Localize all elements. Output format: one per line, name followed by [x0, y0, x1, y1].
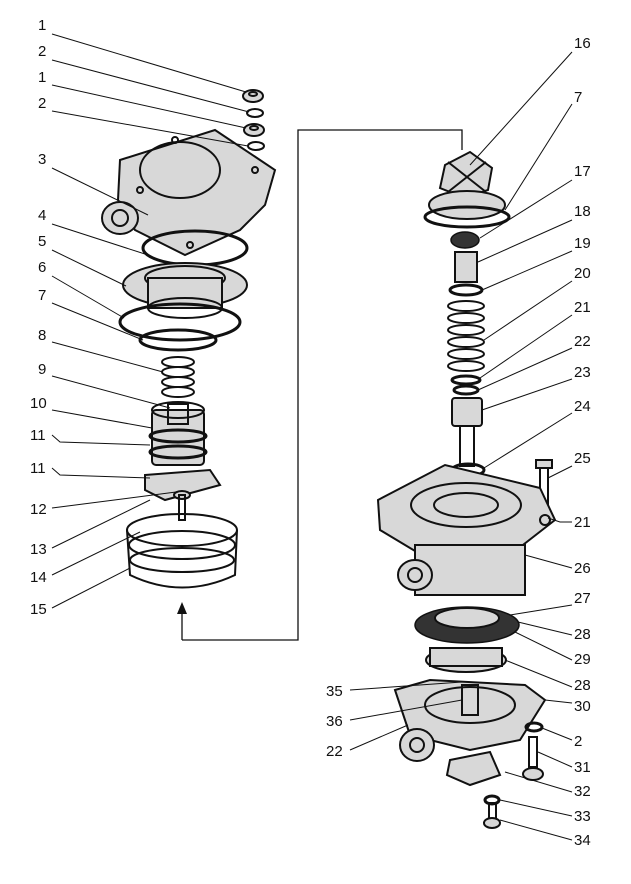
- lower-housing-30: [393, 678, 547, 762]
- main-housing-26: [376, 463, 557, 596]
- washer-2-top: [246, 108, 264, 118]
- label-33: 33: [574, 808, 591, 825]
- label-26: 26: [574, 560, 591, 577]
- label-36: 36: [326, 713, 343, 730]
- label-5: 5: [38, 233, 46, 250]
- label-6: 6: [38, 259, 46, 276]
- diaphragm-27: [414, 606, 520, 644]
- label-22b: 22: [326, 743, 343, 760]
- label-8: 8: [38, 327, 46, 344]
- label-24: 24: [574, 398, 591, 415]
- plunger-23: [451, 397, 483, 467]
- label-7a: 7: [38, 287, 46, 304]
- top-cap-16: [428, 150, 506, 220]
- label-31: 31: [574, 759, 591, 776]
- label-30: 30: [574, 698, 591, 715]
- seal-17: [450, 231, 480, 249]
- label-3: 3: [38, 151, 46, 168]
- o-ring-7-right: [423, 205, 511, 229]
- label-12: 12: [30, 501, 47, 518]
- nut-1-top: [242, 89, 264, 103]
- washer-19: [448, 283, 484, 297]
- assembly-connector-arrow: [177, 129, 463, 641]
- ring-22-upper: [452, 384, 480, 396]
- label-19: 19: [574, 235, 591, 252]
- label-11b: 11: [30, 460, 46, 477]
- stem-13: [173, 490, 191, 521]
- label-28b: 28: [574, 677, 591, 694]
- o-ring-7-left: [138, 328, 218, 352]
- washer-2-second: [247, 141, 265, 151]
- label-2c: 2: [574, 733, 582, 750]
- label-2a: 2: [38, 43, 46, 60]
- housing-cover: [101, 128, 277, 257]
- plate-12: [144, 468, 222, 502]
- label-23: 23: [574, 364, 591, 381]
- label-9: 9: [38, 361, 46, 378]
- label-17: 17: [574, 163, 591, 180]
- label-16: 16: [574, 35, 591, 52]
- label-1b: 1: [38, 69, 46, 86]
- label-22a: 22: [574, 333, 591, 350]
- nut-1-second: [243, 123, 265, 137]
- bolt-31: [522, 736, 544, 781]
- label-21a: 21: [574, 299, 591, 316]
- screw-34: [483, 802, 501, 829]
- o-ring-6: [118, 302, 242, 342]
- label-35: 35: [326, 683, 343, 700]
- label-27: 27: [574, 590, 591, 607]
- label-1a: 1: [38, 17, 46, 34]
- label-29: 29: [574, 651, 591, 668]
- label-7b: 7: [574, 89, 582, 106]
- sleeve-18: [454, 251, 478, 283]
- part-labels: 1 2 1 2 3 4 5 6 7 8 9 10 11 11 12 13 14 …: [30, 17, 591, 849]
- label-25: 25: [574, 450, 591, 467]
- piston-5: [122, 262, 248, 319]
- spring-20: [447, 300, 485, 372]
- label-10: 10: [30, 395, 47, 412]
- leader-lines: [51, 33, 573, 841]
- label-2b: 2: [38, 95, 46, 112]
- label-28a: 28: [574, 626, 591, 643]
- bottom-cap-14: [126, 513, 238, 589]
- label-32: 32: [574, 783, 591, 800]
- label-15: 15: [30, 601, 47, 618]
- label-18: 18: [574, 203, 591, 220]
- label-21b: 21: [574, 514, 591, 531]
- label-4: 4: [38, 207, 46, 224]
- label-11a: 11: [30, 427, 46, 444]
- washer-2-right: [524, 721, 544, 733]
- label-13: 13: [30, 541, 47, 558]
- plate-32: [445, 750, 502, 787]
- piston-28: [425, 647, 507, 673]
- ring-21-upper: [450, 374, 482, 386]
- label-14: 14: [30, 569, 47, 586]
- valve-body-9: [148, 401, 208, 466]
- spring-8: [161, 356, 195, 398]
- label-34: 34: [574, 832, 591, 849]
- label-20: 20: [574, 265, 591, 282]
